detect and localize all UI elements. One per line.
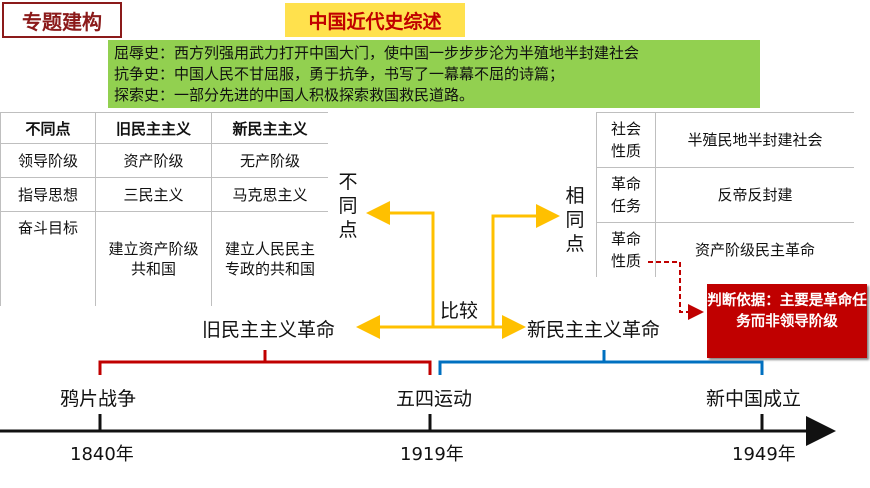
topic-tag: 专题建构 (2, 2, 122, 38)
event-label: 鸦片战争 (60, 388, 137, 410)
table-cell: 社会性质 (596, 112, 656, 168)
event-label: 新中国成立 (706, 388, 802, 410)
table-header: 旧民主主义 (95, 112, 212, 144)
year-label: 1840年 (70, 444, 134, 465)
table-cell: 反帝反封建 (655, 167, 854, 223)
table-cell: 建立资产阶级共和国 (95, 211, 212, 306)
table-cell: 三民主义 (95, 177, 212, 212)
table-cell: 半殖民地半封建社会 (655, 112, 854, 168)
new-bracket (438, 360, 764, 375)
table-cell: 马克思主义 (211, 177, 328, 212)
year-label: 1919年 (400, 444, 464, 465)
compare-label: 比较 (440, 300, 479, 322)
old-bracket (98, 360, 432, 375)
year-label: 1949年 (732, 444, 796, 465)
table-cell: 建立人民民主专政的共和国 (211, 211, 328, 306)
old-revolution-label: 旧民主主义革命 (202, 319, 336, 341)
new-revolution-label: 新民主主义革命 (527, 319, 661, 341)
table-cell: 无产阶级 (211, 143, 328, 178)
summary-line: 屈辱史：西方列强用武力打开中国大门，使中国一步步步沦为半殖地半封建社会 (114, 44, 640, 62)
judge-basis-box: 判断依据：主要是革命任务而非领导阶级 (707, 284, 867, 358)
table-cell: 奋斗目标 (0, 211, 96, 306)
summary-line: 探索史：一部分先进的中国人积极探索救国救民道路。 (114, 86, 475, 104)
summary-line: 抗争史：中国人民不甘屈服，勇于抗争，书写了一幕幕不屈的诗篇； (114, 65, 565, 83)
table-cell: 资产阶级民主革命 (655, 222, 854, 277)
table-header: 不同点 (0, 112, 96, 144)
table-header: 新民主主义 (211, 112, 328, 144)
table-cell: 领导阶级 (0, 143, 96, 178)
table-cell: 指导思想 (0, 177, 96, 212)
table-cell: 资产阶级 (95, 143, 212, 178)
page-title: 中国近代史综述 (285, 3, 465, 37)
different-label: 不同点 (338, 171, 358, 241)
table-cell: 革命任务 (596, 167, 656, 223)
compare-arrows (356, 201, 560, 339)
table-cell: 革命性质 (596, 222, 656, 277)
similarities-table: 社会性质 半殖民地半封建社会 革命任务 反帝反封建 革命性质 资产阶级民主革命 (596, 112, 854, 277)
judge-pointer (648, 261, 704, 320)
same-label: 相同点 (565, 185, 585, 255)
event-label: 五四运动 (396, 388, 473, 410)
summary-box: 屈辱史：西方列强用武力打开中国大门，使中国一步步步沦为半殖地半封建社会 抗争史：… (108, 40, 760, 108)
differences-table: 不同点 旧民主主义 新民主主义 领导阶级 资产阶级 无产阶级 指导思想 三民主义… (0, 112, 328, 306)
